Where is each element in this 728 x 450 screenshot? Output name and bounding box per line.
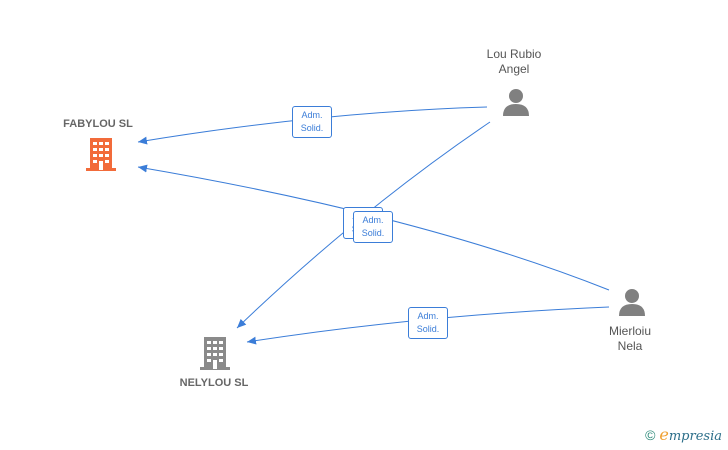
building-icon[interactable] (198, 335, 232, 371)
relation-badge[interactable]: Adm. Solid. (408, 307, 448, 339)
company-label-fabylou[interactable]: FABYLOU SL (63, 118, 133, 130)
building-icon[interactable] (84, 136, 118, 172)
relation-badge[interactable]: Adm. Solid. (353, 211, 393, 243)
person-name-line2: Angel (498, 62, 530, 76)
relation-role: Adm. (417, 311, 439, 321)
person-name-line1: Lou Rubio (486, 47, 542, 61)
person-label-lourubio[interactable]: Lou Rubio Angel (470, 47, 558, 77)
relation-role: Adm. (362, 215, 384, 225)
relation-type: Solid. (361, 228, 385, 238)
person-name-line1: Mierloiu (608, 324, 651, 338)
brand-name: mpresia (668, 429, 722, 444)
brand-logo[interactable]: © empresia (645, 425, 722, 444)
person-icon[interactable] (617, 287, 647, 317)
relation-role: Adm. (301, 110, 323, 120)
brand-initial: e (659, 425, 669, 444)
edge-mierloiu-fabylou (137, 164, 610, 291)
relation-type: Solid. (300, 123, 324, 133)
person-name-line2: Nela (617, 339, 643, 353)
person-label-mierloiu[interactable]: Mierloiu Nela (590, 324, 670, 354)
relation-badge[interactable]: Adm. Solid. (292, 106, 332, 138)
relation-type: Solid. (416, 324, 440, 334)
company-label-nelylou[interactable]: NELYLOU SL (179, 377, 249, 389)
copyright-icon: © (645, 426, 656, 443)
person-icon[interactable] (501, 87, 531, 117)
